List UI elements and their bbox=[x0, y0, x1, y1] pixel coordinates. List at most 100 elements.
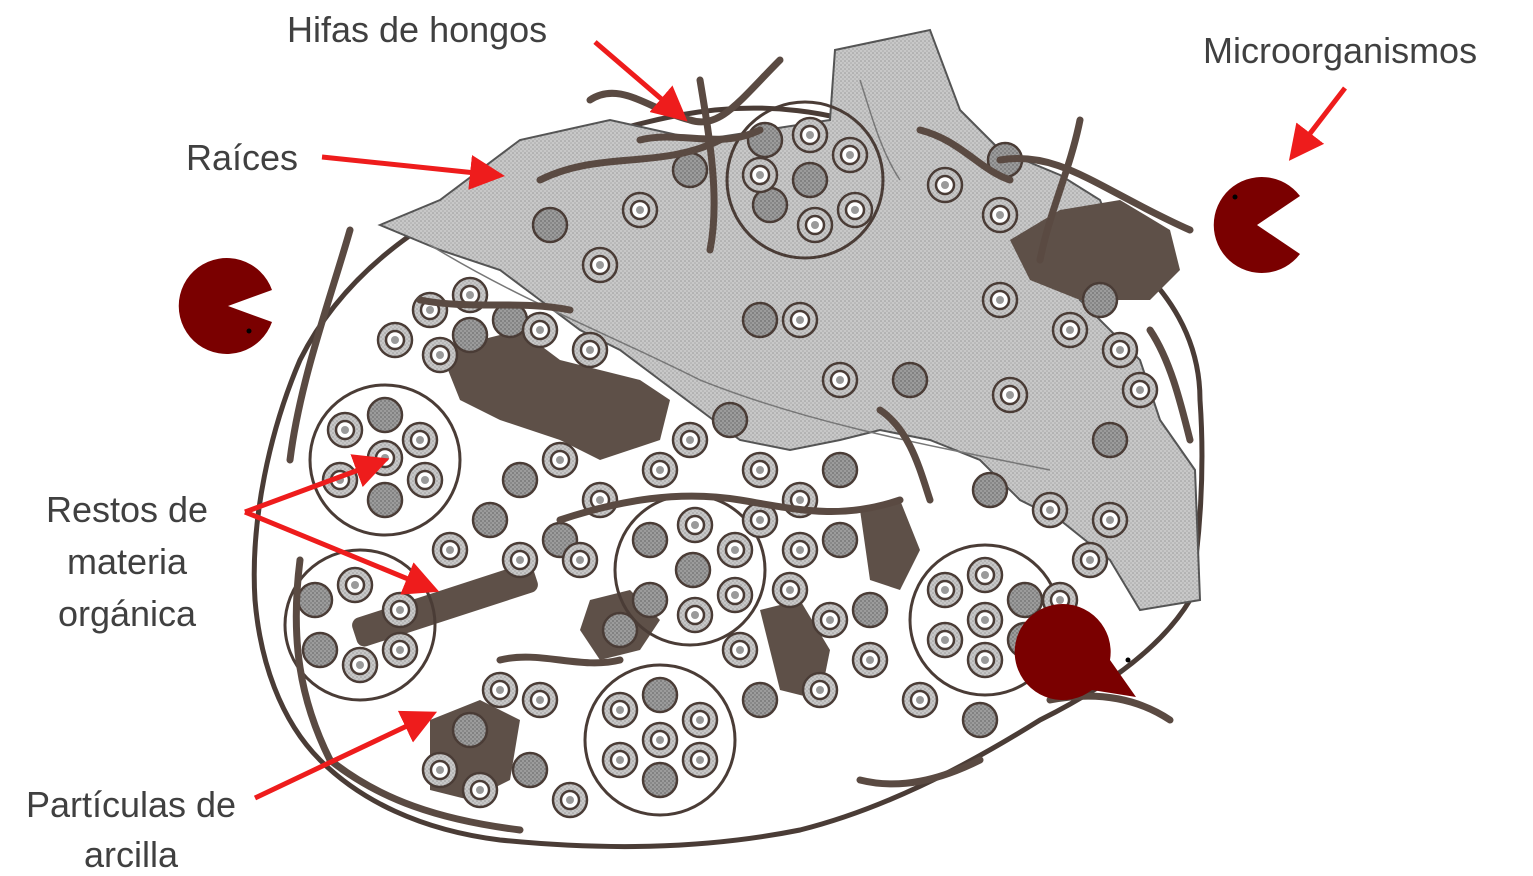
clay-particle-center bbox=[536, 326, 544, 334]
clay-particle-center bbox=[786, 586, 794, 594]
label-raices: Raíces bbox=[186, 137, 298, 178]
clay-particle-center bbox=[396, 606, 404, 614]
clay-particle-center bbox=[756, 516, 764, 524]
clay-particle bbox=[713, 403, 747, 437]
clay-particle-center bbox=[356, 661, 364, 669]
clay-particle-center bbox=[996, 296, 1004, 304]
clay-particle bbox=[368, 483, 402, 517]
clay-particle-center bbox=[851, 206, 859, 214]
arrow-hifas bbox=[595, 42, 680, 115]
clay-particle-center bbox=[416, 436, 424, 444]
clay-particle bbox=[513, 753, 547, 787]
clay-particle bbox=[793, 163, 827, 197]
clay-particle-center bbox=[496, 686, 504, 694]
clay-particle-center bbox=[836, 376, 844, 384]
clay-particle-center bbox=[576, 556, 584, 564]
clay-particle-center bbox=[846, 151, 854, 159]
clay-particle-center bbox=[516, 556, 524, 564]
clay-particle-center bbox=[981, 571, 989, 579]
clay-particle bbox=[473, 503, 507, 537]
clay-particle-center bbox=[436, 766, 444, 774]
clay-particle-center bbox=[941, 181, 949, 189]
clay-particle-center bbox=[691, 611, 699, 619]
clay-particle-center bbox=[736, 646, 744, 654]
clay-particle bbox=[1083, 283, 1117, 317]
pacman-eye bbox=[1126, 658, 1131, 663]
clay-particle-center bbox=[811, 221, 819, 229]
clay-particle-center bbox=[1106, 516, 1114, 524]
pacman-eye bbox=[1233, 195, 1238, 200]
clay-particle-center bbox=[656, 466, 664, 474]
clay-particle-center bbox=[756, 466, 764, 474]
clay-particle-center bbox=[796, 496, 804, 504]
clay-particle-center bbox=[596, 261, 604, 269]
clay-particle bbox=[643, 763, 677, 797]
clay-particle-center bbox=[556, 456, 564, 464]
clay-particle-center bbox=[1056, 596, 1064, 604]
clay-particle-center bbox=[826, 616, 834, 624]
clay-particle-center bbox=[1116, 346, 1124, 354]
label-restos-line2: materia bbox=[67, 541, 188, 582]
clay-particle bbox=[743, 683, 777, 717]
clay-particle bbox=[676, 553, 710, 587]
label-restos-line3: orgánica bbox=[58, 593, 197, 634]
label-particulas-line2: arcilla bbox=[84, 834, 179, 871]
clay-particle-center bbox=[806, 131, 814, 139]
clay-particle-center bbox=[566, 796, 574, 804]
label-microorganismos: Microorganismos bbox=[1203, 30, 1477, 71]
clay-particle-center bbox=[686, 436, 694, 444]
clay-particle-center bbox=[1006, 391, 1014, 399]
clay-particle-center bbox=[1136, 386, 1144, 394]
clay-particle-center bbox=[691, 521, 699, 529]
clay-particle bbox=[1093, 423, 1127, 457]
clay-particle bbox=[823, 453, 857, 487]
clay-particle bbox=[503, 463, 537, 497]
clay-particle-center bbox=[941, 586, 949, 594]
clay-particle-center bbox=[866, 656, 874, 664]
arrow-raices bbox=[322, 157, 495, 175]
clay-particle-center bbox=[696, 716, 704, 724]
clay-particle-center bbox=[916, 696, 924, 704]
clay-particle-center bbox=[1086, 556, 1094, 564]
clay-particle-center bbox=[656, 736, 664, 744]
clay-particle bbox=[453, 318, 487, 352]
pacman-eye bbox=[247, 329, 252, 334]
clay-particle-center bbox=[351, 581, 359, 589]
clay-particle-center bbox=[696, 756, 704, 764]
clay-particle bbox=[673, 153, 707, 187]
clay-particle bbox=[533, 208, 567, 242]
clay-particle-center bbox=[381, 454, 389, 462]
clay-particle-center bbox=[941, 636, 949, 644]
arrow-microorganismos bbox=[1295, 88, 1345, 153]
clay-particle-center bbox=[426, 306, 434, 314]
pacman-microorganism-icon bbox=[179, 258, 272, 354]
clay-particle-center bbox=[1046, 506, 1054, 514]
clay-particle-center bbox=[421, 476, 429, 484]
clay-particle bbox=[603, 613, 637, 647]
clay-particle bbox=[823, 523, 857, 557]
clay-particle bbox=[963, 703, 997, 737]
clay-particle bbox=[748, 123, 782, 157]
clay-particle-center bbox=[446, 546, 454, 554]
clay-particle bbox=[643, 678, 677, 712]
clay-particle bbox=[893, 363, 927, 397]
clay-particle-center bbox=[731, 591, 739, 599]
clay-particle bbox=[743, 303, 777, 337]
clay-particle-center bbox=[981, 616, 989, 624]
clay-particle-center bbox=[796, 546, 804, 554]
clay-particle-center bbox=[596, 496, 604, 504]
clay-particle-center bbox=[476, 786, 484, 794]
clay-particle-center bbox=[396, 646, 404, 654]
clay-particle-center bbox=[996, 211, 1004, 219]
clay-particle bbox=[853, 593, 887, 627]
clay-particle-center bbox=[731, 546, 739, 554]
clay-particle bbox=[973, 473, 1007, 507]
clay-particle-center bbox=[816, 686, 824, 694]
clay-particle-center bbox=[616, 756, 624, 764]
clay-particle-center bbox=[756, 171, 764, 179]
pacman-microorganism-icon bbox=[1214, 177, 1300, 273]
clay-particle-center bbox=[341, 426, 349, 434]
clay-particle bbox=[368, 398, 402, 432]
